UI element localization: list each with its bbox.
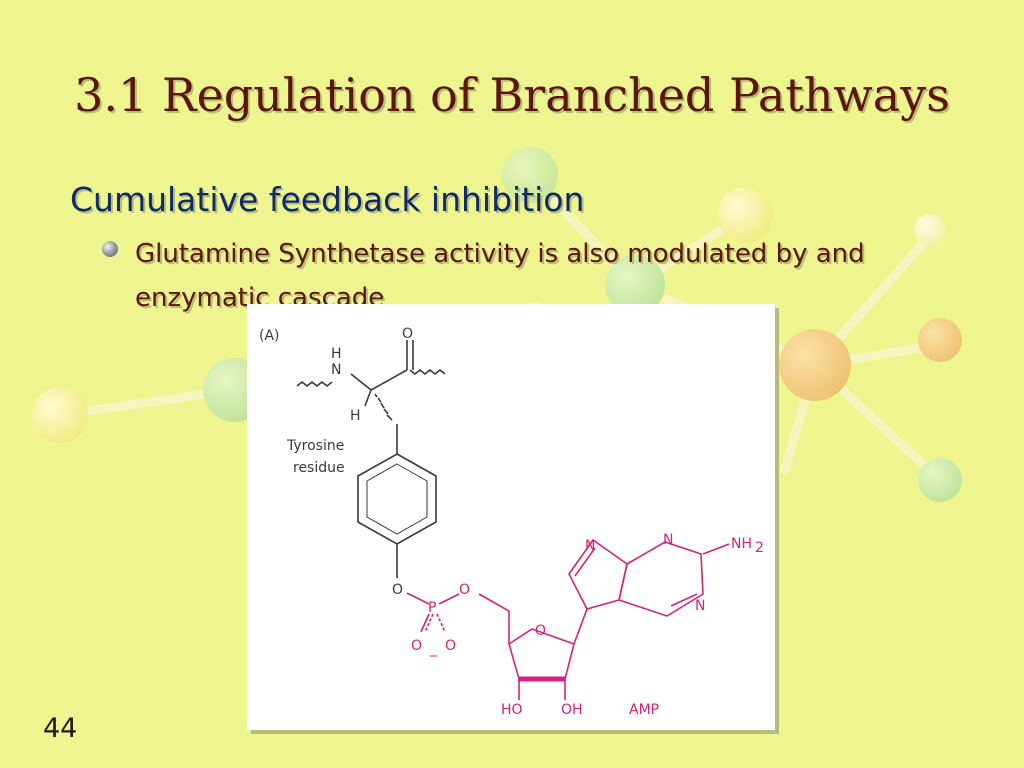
- bullet-text: Glutamine Synthetase activity is also mo…: [135, 239, 865, 313]
- svg-text:residue: residue: [293, 460, 345, 476]
- amp-bonds: [406, 538, 730, 700]
- svg-text:NH: NH: [731, 536, 752, 552]
- svg-text:O: O: [535, 623, 546, 639]
- svg-text:O: O: [459, 582, 470, 598]
- svg-text:HO: HO: [501, 702, 523, 718]
- panel-label: (A): [259, 328, 280, 344]
- svg-text:N: N: [331, 362, 341, 378]
- svg-text:H: H: [350, 408, 361, 424]
- svg-text:N: N: [695, 598, 705, 614]
- amp-label: AMP: [629, 702, 659, 718]
- svg-text:O: O: [392, 582, 403, 598]
- bullet-icon: [102, 241, 118, 257]
- svg-text:OH: OH: [561, 702, 583, 718]
- svg-text:P: P: [428, 600, 436, 616]
- slide-heading: Cumulative feedback inhibition: [70, 180, 585, 219]
- page-number: 44: [43, 713, 78, 744]
- tyrosine-amp-figure: (A) H N O H Tyrosine residue O: [247, 304, 775, 730]
- svg-text:N: N: [663, 532, 673, 548]
- adenylylated-tyrosine-diagram: (A) H N O H Tyrosine residue O: [259, 326, 764, 718]
- tyrosine-label: Tyrosine: [286, 438, 344, 454]
- svg-text:N: N: [585, 538, 595, 554]
- svg-text:O: O: [411, 638, 422, 654]
- svg-text:_: _: [429, 641, 438, 657]
- svg-text:2: 2: [755, 540, 764, 556]
- svg-text:H: H: [331, 346, 342, 362]
- slide-title: 3.1 Regulation of Branched Pathways: [74, 68, 950, 122]
- svg-text:O: O: [402, 326, 413, 342]
- tyrosine-bonds: [296, 340, 446, 578]
- svg-text:O: O: [445, 638, 456, 654]
